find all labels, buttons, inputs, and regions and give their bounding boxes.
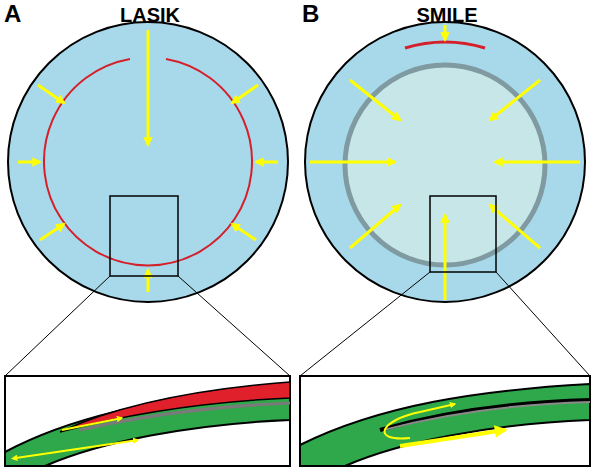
- panel-letter: A: [4, 2, 21, 26]
- lasik-cornea: [5, 22, 290, 376]
- panel-letter: B: [302, 2, 319, 26]
- panel-title: LASIK: [120, 5, 180, 25]
- lasik-inset: [5, 376, 290, 466]
- panel-title: SMILE: [416, 5, 477, 25]
- smile-inset: [300, 376, 590, 466]
- smile-cornea: [300, 22, 590, 376]
